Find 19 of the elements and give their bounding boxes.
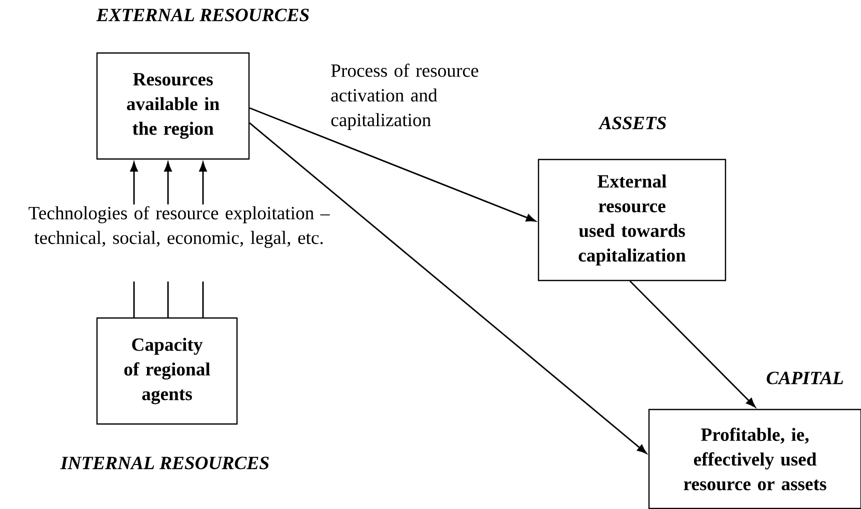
arrow <box>130 162 138 204</box>
connector-line <box>202 282 204 318</box>
section-heading: ASSETS <box>598 116 666 130</box>
arrow <box>199 162 207 204</box>
section-heading: INTERNAL RESOURCES <box>60 456 269 470</box>
edge-label: Process of resource activation and capitalization <box>331 64 478 130</box>
caption-text: Technologies of resource exploitation – technical, social, economic, legal, etc. <box>28 206 330 248</box>
connector-line <box>133 282 135 318</box>
arrow <box>249 122 647 454</box>
arrow <box>164 162 172 204</box>
process-box: Resources available in the region <box>96 52 250 160</box>
process-box: External resource used towards capitalization <box>538 158 726 282</box>
process-box: Capacity of regional agents <box>96 317 238 425</box>
process-box: Profitable, ie, effectively used resource or assets <box>648 408 861 509</box>
section-heading: EXTERNAL RESOURCES <box>96 8 309 22</box>
arrow <box>629 280 756 408</box>
arrow <box>249 107 536 222</box>
section-heading: CAPITAL <box>766 372 844 384</box>
connector-line <box>167 282 169 318</box>
